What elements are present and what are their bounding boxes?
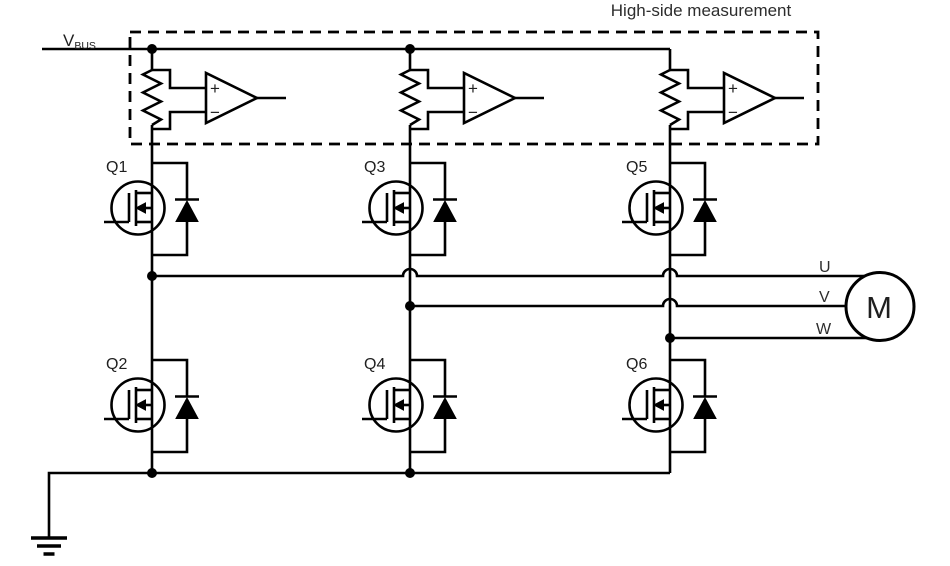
- label-q6: Q6: [626, 356, 647, 373]
- junction-ground-leg-v: [405, 468, 415, 478]
- label-q5: Q5: [626, 159, 647, 176]
- label-phase-v: V: [819, 289, 830, 306]
- label-q1: Q1: [106, 159, 127, 176]
- label-q3: Q3: [364, 159, 385, 176]
- junction-vbus-leg-v: [405, 44, 415, 54]
- label-q4: Q4: [364, 356, 385, 373]
- high-side-measurement-box: [128, 30, 820, 146]
- vbus-label: VBUS: [63, 31, 96, 52]
- label-q2: Q2: [106, 356, 127, 373]
- junction-phase-w: [665, 333, 675, 343]
- junction-phase-u: [147, 271, 157, 281]
- motor-letter: M: [866, 290, 892, 325]
- sense-block-phase-v: [399, 47, 546, 131]
- junction-phase-v: [405, 301, 415, 311]
- motor-circle: [844, 271, 916, 342]
- ground-symbol: [31, 536, 67, 556]
- ground-rail: [47, 471, 670, 538]
- vbus-subscript: BUS: [74, 40, 96, 52]
- junction-ground-leg-u: [147, 468, 157, 478]
- phase-line-u: [152, 267, 869, 278]
- high-side-measurement-title: High-side measurement: [611, 1, 792, 20]
- sense-block-phase-w: [659, 47, 806, 131]
- vbus-letter: V: [63, 31, 75, 50]
- sense-block-phase-u: [141, 47, 288, 131]
- label-phase-u: U: [819, 259, 831, 276]
- phase-line-v: [410, 297, 847, 308]
- label-phase-w: W: [816, 321, 832, 338]
- junction-vbus-leg-u: [147, 44, 157, 54]
